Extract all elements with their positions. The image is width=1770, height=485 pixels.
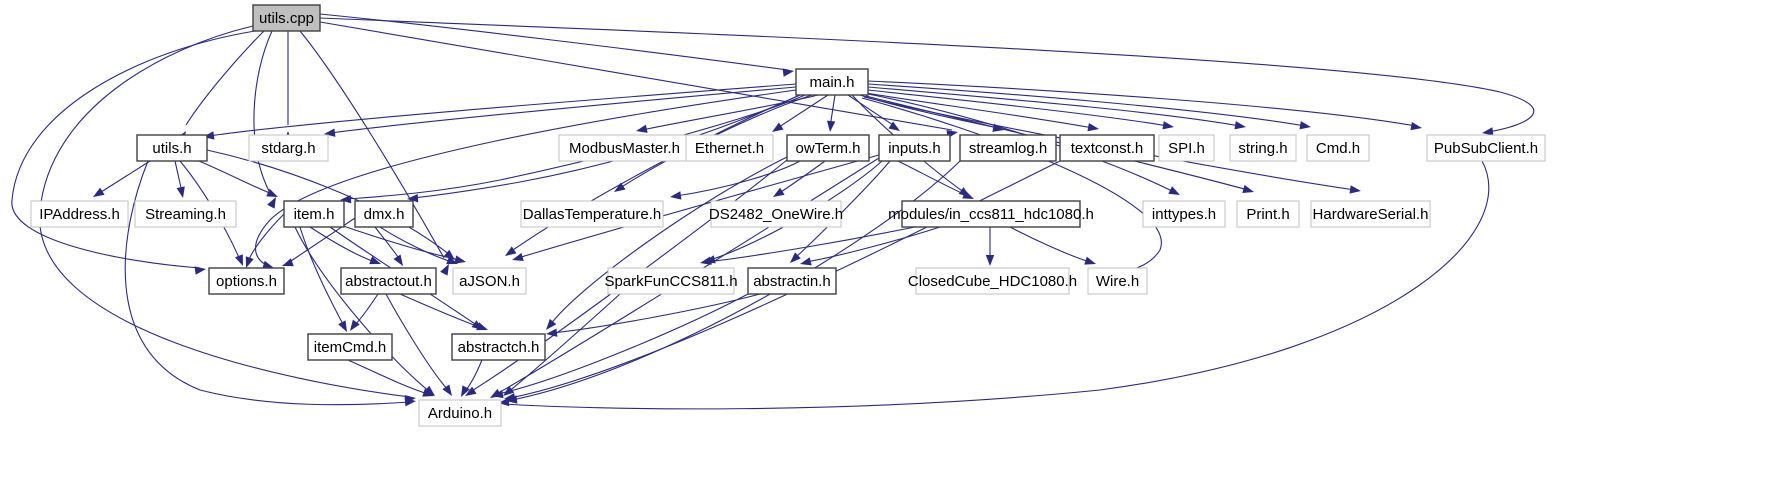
edge-main_h-to-dallastemp_h (614, 94, 813, 192)
node-inputs_h[interactable]: inputs.h (878, 134, 951, 162)
edge-sparkfunccs811_h-to-arduino_h (503, 293, 621, 396)
node-ajson_h[interactable]: aJSON.h (452, 267, 527, 295)
node-pubsubclient_h[interactable]: PubSubClient.h (1426, 134, 1546, 162)
edge-main_h-to-wire_h (861, 97, 1162, 279)
edge-utils_cpp-to-stdarg_h (283, 31, 293, 142)
edge-utils_cpp-to-options_h (11, 30, 256, 275)
edge-abstractin_h-to-arduino_h (492, 293, 749, 399)
edge-inputs_h-to-abstractin_h (790, 160, 891, 263)
node-dallastemp_h[interactable]: DallasTemperature.h (520, 200, 664, 228)
edge-utils_h-to-ajson_h (206, 149, 455, 260)
edge-abstractin_h-to-abstractch_h (546, 293, 761, 337)
node-itemcmd_h[interactable]: itemCmd.h (307, 333, 393, 361)
edge-dmx_h-to-options_h (282, 217, 356, 267)
edge-abstractch_h-to-arduino_h (461, 359, 483, 397)
edge-item_h-to-itemcmd_h (299, 226, 347, 332)
node-utils_cpp[interactable]: utils.cpp (252, 4, 321, 32)
node-abstractin_h[interactable]: abstractin.h (747, 267, 837, 295)
edge-utils_h-to-arduino_h (124, 160, 416, 407)
node-ds2482_h[interactable]: DS2482_OneWire.h (709, 200, 843, 228)
node-print_h[interactable]: Print.h (1236, 200, 1300, 228)
edge-owterm_h-to-ds2482_h (773, 160, 826, 197)
edge-utils_cpp-to-item_h (253, 30, 276, 209)
edge-main_h-to-spi_h (867, 89, 1174, 130)
node-layer: utils.cpp main.h utils.h stdarg.h ModbusMast… (30, 4, 1546, 427)
node-spi_h[interactable]: SPI.h (1158, 134, 1215, 162)
node-options_h[interactable]: options.h (208, 267, 285, 295)
edge-main_h-to-cmd_h (867, 83, 1311, 130)
edge-abstractout_h-to-arduino_h (385, 293, 452, 396)
edge-inputs_h-to-ajson_h (512, 154, 880, 262)
edge-main_h-to-inputs_h (847, 94, 900, 131)
edge-item_h-to-arduino_h (294, 226, 435, 396)
edge-utils_cpp-to-ajson_h (299, 30, 449, 276)
edge-dmx_h-to-ajson_h (379, 226, 458, 265)
node-arduino_h[interactable]: Arduino.h (418, 399, 502, 427)
edge-itemcmd_h-to-arduino_h (347, 359, 434, 397)
node-stdarg_h[interactable]: stdarg.h (248, 134, 329, 162)
edge-dmx_h-to-abstractout_h (374, 226, 403, 266)
node-streaming_h[interactable]: Streaming.h (134, 200, 237, 228)
node-main_h[interactable]: main.h (795, 68, 869, 96)
edge-layer (11, 13, 1535, 410)
edge-inputs_h-to-in_ccs811_h (897, 160, 974, 199)
edge-utils_h-to-streaming_h (174, 160, 185, 198)
edge-main_h-to-string_h (867, 86, 1246, 130)
edge-main_h-to-owterm_h (826, 94, 836, 132)
edge-in_ccs811_h-to-sparkfunccs811_h (700, 226, 916, 265)
node-utils_h[interactable]: utils.h (136, 134, 208, 162)
node-in_ccs811_h[interactable]: modules/in_ccs811_hdc1080.h (888, 200, 1094, 228)
node-streamlog_h[interactable]: streamlog.h (959, 134, 1057, 162)
node-cmd_h[interactable]: Cmd.h (1306, 134, 1370, 162)
node-string_h[interactable]: string.h (1229, 134, 1297, 162)
node-inttypes_h[interactable]: inttypes.h (1142, 200, 1226, 228)
edge-utils_cpp-to-utils_h (176, 30, 265, 143)
edge-main_h-to-item_h (340, 94, 806, 204)
node-sparkfunccs811_h[interactable]: SparkFunCCS811.h (604, 267, 738, 295)
node-ipaddress_h[interactable]: IPAddress.h (30, 200, 129, 228)
node-item_h[interactable]: item.h (283, 200, 345, 228)
node-abstractch_h[interactable]: abstractch.h (451, 333, 546, 361)
node-hardwareserial_h[interactable]: HardwareSerial.h (1310, 200, 1431, 228)
edge-item_h-to-options_h (245, 213, 285, 268)
edge-main_h-to-pubsubclient_h (867, 80, 1422, 131)
edge-main_h-to-textconst_h (865, 92, 1099, 132)
node-wire_h[interactable]: Wire.h (1087, 267, 1148, 295)
node-closedcube_h[interactable]: ClosedCube_HDC1080.h (908, 267, 1077, 295)
edge-utils_h-to-ipaddress_h (93, 160, 151, 197)
edge-utils_h-to-item_h (198, 160, 278, 197)
edge-item_h-to-abstractout_h (309, 226, 381, 265)
node-ethernet_h[interactable]: Ethernet.h (685, 134, 774, 162)
edge-in_ccs811_h-to-wire_h (1009, 226, 1096, 265)
node-modbusmaster_h[interactable]: ModbusMaster.h (558, 134, 691, 162)
edge-utils_cpp-to-pubsubclient_h (319, 17, 1535, 136)
edge-abstractout_h-to-itemcmd_h (350, 293, 379, 331)
node-owterm_h[interactable]: owTerm.h (786, 134, 870, 162)
edge-abstractout_h-to-abstractch_h (399, 293, 488, 331)
edge-main_h-to-options_h (254, 89, 797, 269)
edge-utils_cpp-to-main_h (319, 13, 794, 77)
node-textconst_h[interactable]: textconst.h (1059, 134, 1155, 162)
edge-main_h-to-ethernet_h (772, 94, 829, 132)
node-dmx_h[interactable]: dmx.h (354, 200, 414, 228)
edge-main_h-to-stdarg_h (324, 86, 797, 137)
edge-owterm_h-to-abstractch_h (546, 156, 788, 330)
edge-owterm_h-to-dallastemp_h (670, 160, 801, 200)
edge-main_h-to-dmx_h (407, 94, 801, 203)
edge-pubsubclient_h-to-arduino_h (498, 160, 1490, 410)
node-abstractout_h[interactable]: abstractout.h (340, 267, 437, 295)
edge-in_ccs811_h-to-abstractin_h (800, 226, 941, 266)
edge-in_ccs811_h-to-closedcube_h (985, 227, 995, 266)
